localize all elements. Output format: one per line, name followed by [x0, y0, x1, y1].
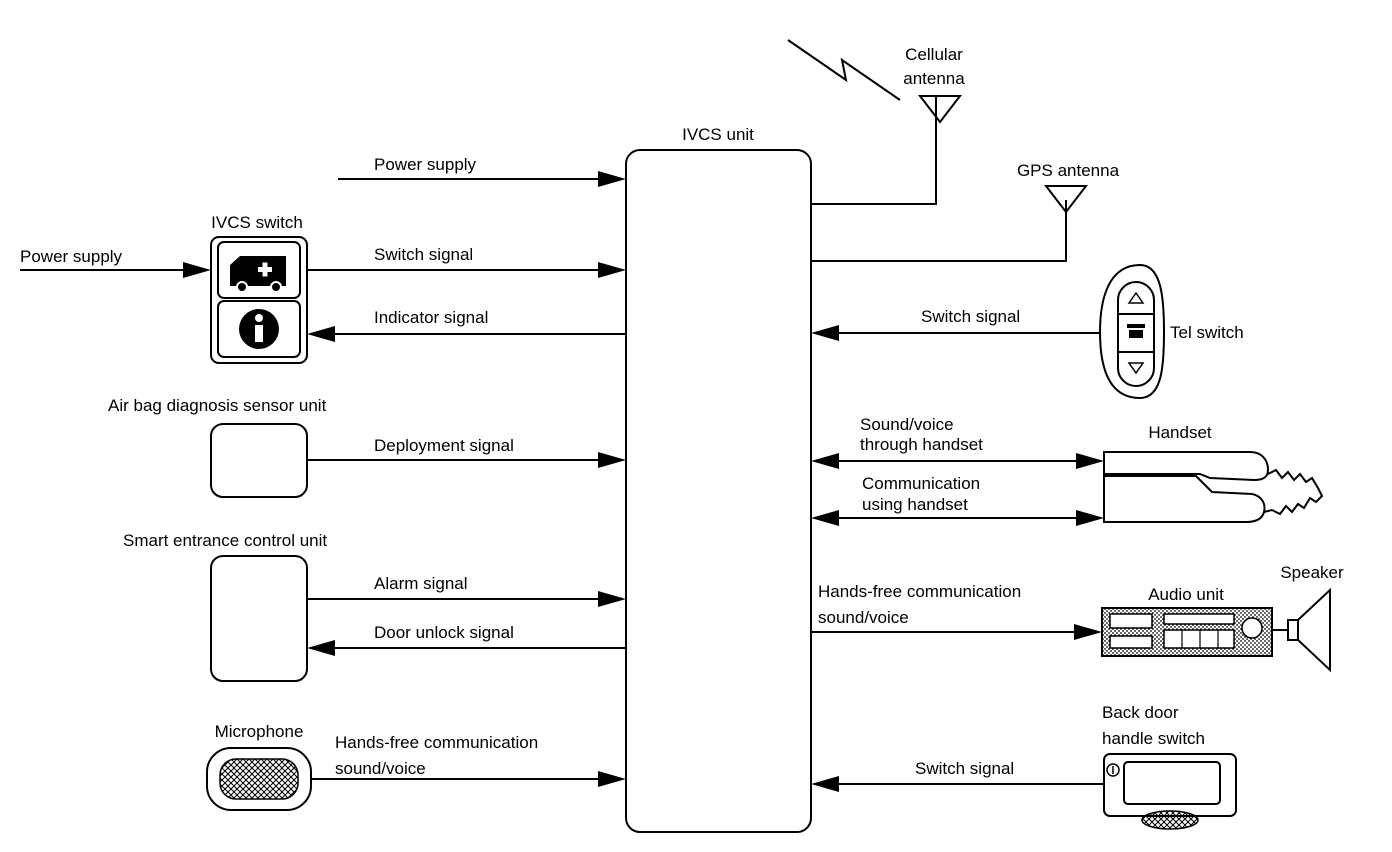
lightning-icon: [787, 39, 901, 101]
mic-signal-label-2: sound/voice: [335, 759, 426, 778]
gps-antenna: [811, 185, 1089, 262]
arrowhead-icon: [598, 171, 626, 187]
arrowhead-icon: [598, 452, 626, 468]
arrowhead-icon: [1076, 510, 1104, 526]
ivcs-switch: [210, 236, 308, 364]
comm-handset-label-2: using handset: [862, 495, 968, 514]
indicator-signal-label: Indicator signal: [374, 308, 488, 327]
handset-icon: [1103, 451, 1324, 523]
alarm-signal-label: Alarm signal: [374, 574, 468, 593]
arrowhead-icon: [811, 325, 839, 341]
arrowhead-icon: [811, 776, 839, 792]
up-arrow-icon: [1127, 291, 1145, 304]
ivcs-switch-label: IVCS switch: [211, 213, 303, 232]
cellular-antenna-label-1: Cellular: [905, 45, 963, 64]
arrowhead-icon: [598, 591, 626, 607]
sound-voice-label-1: Sound/voice: [860, 415, 954, 434]
back-door-switch-icon: [1103, 753, 1237, 830]
back-door-label-1: Back door: [1102, 703, 1179, 722]
gps-antenna-label: GPS antenna: [1017, 161, 1120, 180]
speaker-icon: [1287, 587, 1331, 673]
phone-icon: [1127, 324, 1145, 338]
switch-signal-left-label: Switch signal: [374, 245, 473, 264]
info-icon: [239, 309, 279, 349]
tel-switch-signal-label: Switch signal: [921, 307, 1020, 326]
hf-comm-label-2: sound/voice: [818, 608, 909, 627]
speaker-label: Speaker: [1280, 563, 1344, 582]
tel-switch-icon: [1098, 263, 1166, 400]
handset-label: Handset: [1148, 423, 1212, 442]
arrowhead-icon: [1076, 453, 1104, 469]
cellular-antenna: [787, 39, 963, 205]
arrowhead-icon: [307, 640, 335, 656]
ivcs-unit-box: [625, 149, 812, 833]
deployment-signal-label: Deployment signal: [374, 436, 514, 455]
hf-comm-label-1: Hands-free communication: [818, 582, 1021, 601]
airbag-unit-box: [210, 423, 308, 498]
audio-unit-label: Audio unit: [1148, 585, 1224, 604]
back-door-label-2: handle switch: [1102, 729, 1205, 748]
down-arrow-icon: [1127, 362, 1145, 375]
power-supply-top-label: Power supply: [374, 155, 477, 174]
ivcs-unit-label: IVCS unit: [682, 125, 754, 144]
arrowhead-icon: [183, 262, 211, 278]
back-door-signal-label: Switch signal: [915, 759, 1014, 778]
mic-signal-label-1: Hands-free communication: [335, 733, 538, 752]
sound-voice-label-2: through handset: [860, 435, 983, 454]
microphone-label: Microphone: [215, 722, 304, 741]
ambulance-icon: [230, 256, 286, 293]
cellular-antenna-label-2: antenna: [903, 69, 965, 88]
microphone-icon: [206, 747, 312, 811]
smart-entrance-box: [210, 555, 308, 682]
tel-switch-label: Tel switch: [1170, 323, 1244, 342]
audio-unit-icon: [1101, 607, 1273, 657]
door-unlock-signal-label: Door unlock signal: [374, 623, 514, 642]
arrowhead-icon: [598, 771, 626, 787]
arrowhead-icon: [811, 510, 839, 526]
arrowhead-icon: [307, 326, 335, 342]
smart-entrance-label: Smart entrance control unit: [123, 531, 327, 550]
arrowhead-icon: [598, 262, 626, 278]
arrowhead-icon: [811, 453, 839, 469]
power-supply-left-label: Power supply: [20, 247, 123, 266]
comm-handset-label-1: Communication: [862, 474, 980, 493]
airbag-unit-label: Air bag diagnosis sensor unit: [108, 396, 327, 415]
arrowhead-icon: [1074, 624, 1102, 640]
